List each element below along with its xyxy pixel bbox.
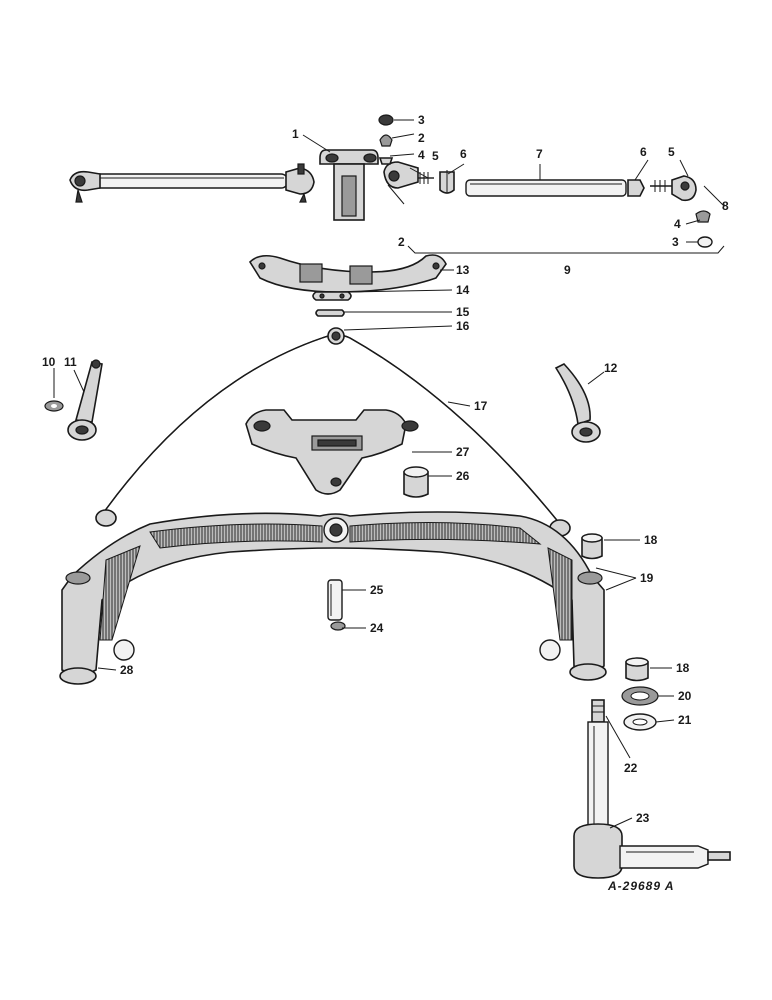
callout-25: 25 [370, 583, 384, 597]
clamp-left [439, 170, 455, 194]
bolster-plate-13 [248, 254, 447, 293]
callout-12: 12 [604, 361, 618, 375]
callout-18-secondary: 18 [676, 661, 690, 675]
small-parts-stack [378, 114, 713, 248]
callout-23: 23 [636, 811, 650, 825]
bushing-26 [403, 466, 429, 498]
callout-13: 13 [456, 263, 470, 277]
callout-5: 5 [432, 149, 439, 163]
plate-14 [312, 291, 352, 301]
washer-21 [623, 713, 657, 731]
callout-15: 15 [456, 305, 470, 319]
callout-11: 11 [64, 355, 77, 369]
callout-8: 8 [722, 199, 729, 213]
callout-7: 7 [536, 147, 543, 161]
callout-2-secondary: 2 [398, 235, 405, 249]
knuckle-arm-12 [554, 363, 601, 443]
callout-21: 21 [678, 713, 692, 727]
callout-3-secondary: 3 [672, 235, 679, 249]
washer-20 [621, 686, 659, 706]
bushing-18-lower [625, 657, 649, 682]
pin-25 [327, 579, 343, 621]
callout-labels: 1 2 2 3 3 4 4 5 5 6 6 7 8 9 10 11 12 13 … [42, 113, 729, 825]
callout-6-secondary: 6 [640, 145, 647, 159]
front-axle-19 [59, 511, 607, 685]
callout-4: 4 [418, 148, 425, 162]
plate-15 [315, 309, 345, 317]
callout-14: 14 [456, 283, 470, 297]
steering-knuckle-23 [573, 699, 731, 879]
callout-9: 9 [564, 263, 571, 277]
callout-3: 3 [418, 113, 425, 127]
steering-arm-bracket [319, 149, 379, 221]
drawing-reference-code: A-29689 A [607, 879, 675, 893]
leader-lines [53, 119, 725, 829]
callout-17: 17 [474, 399, 488, 413]
callout-2: 2 [418, 131, 425, 145]
callout-19: 19 [640, 571, 654, 585]
radius-rod-17 [95, 327, 571, 537]
callout-5-secondary: 5 [668, 145, 675, 159]
tie-rod-end-left [383, 161, 434, 189]
callout-16: 16 [456, 319, 470, 333]
callout-28: 28 [120, 663, 134, 677]
washer-10 [44, 400, 64, 412]
pivot-bracket-27 [245, 409, 419, 495]
callout-24: 24 [370, 621, 384, 635]
callout-10: 10 [42, 355, 56, 369]
tie-rod-end-right [650, 175, 697, 202]
callout-4-secondary: 4 [674, 217, 681, 231]
bushing-18-upper [581, 533, 603, 560]
clamp-right [627, 179, 645, 197]
tube-7 [465, 179, 627, 197]
callout-18: 18 [644, 533, 658, 547]
assembled-tie-rod [69, 163, 315, 203]
callout-27: 27 [456, 445, 470, 459]
callout-26: 26 [456, 469, 470, 483]
callout-1: 1 [292, 127, 299, 141]
callout-6: 6 [460, 147, 467, 161]
knuckle-arm-11 [67, 359, 103, 441]
callout-20: 20 [678, 689, 692, 703]
callout-22: 22 [624, 761, 638, 775]
bushing-24 [330, 621, 346, 631]
